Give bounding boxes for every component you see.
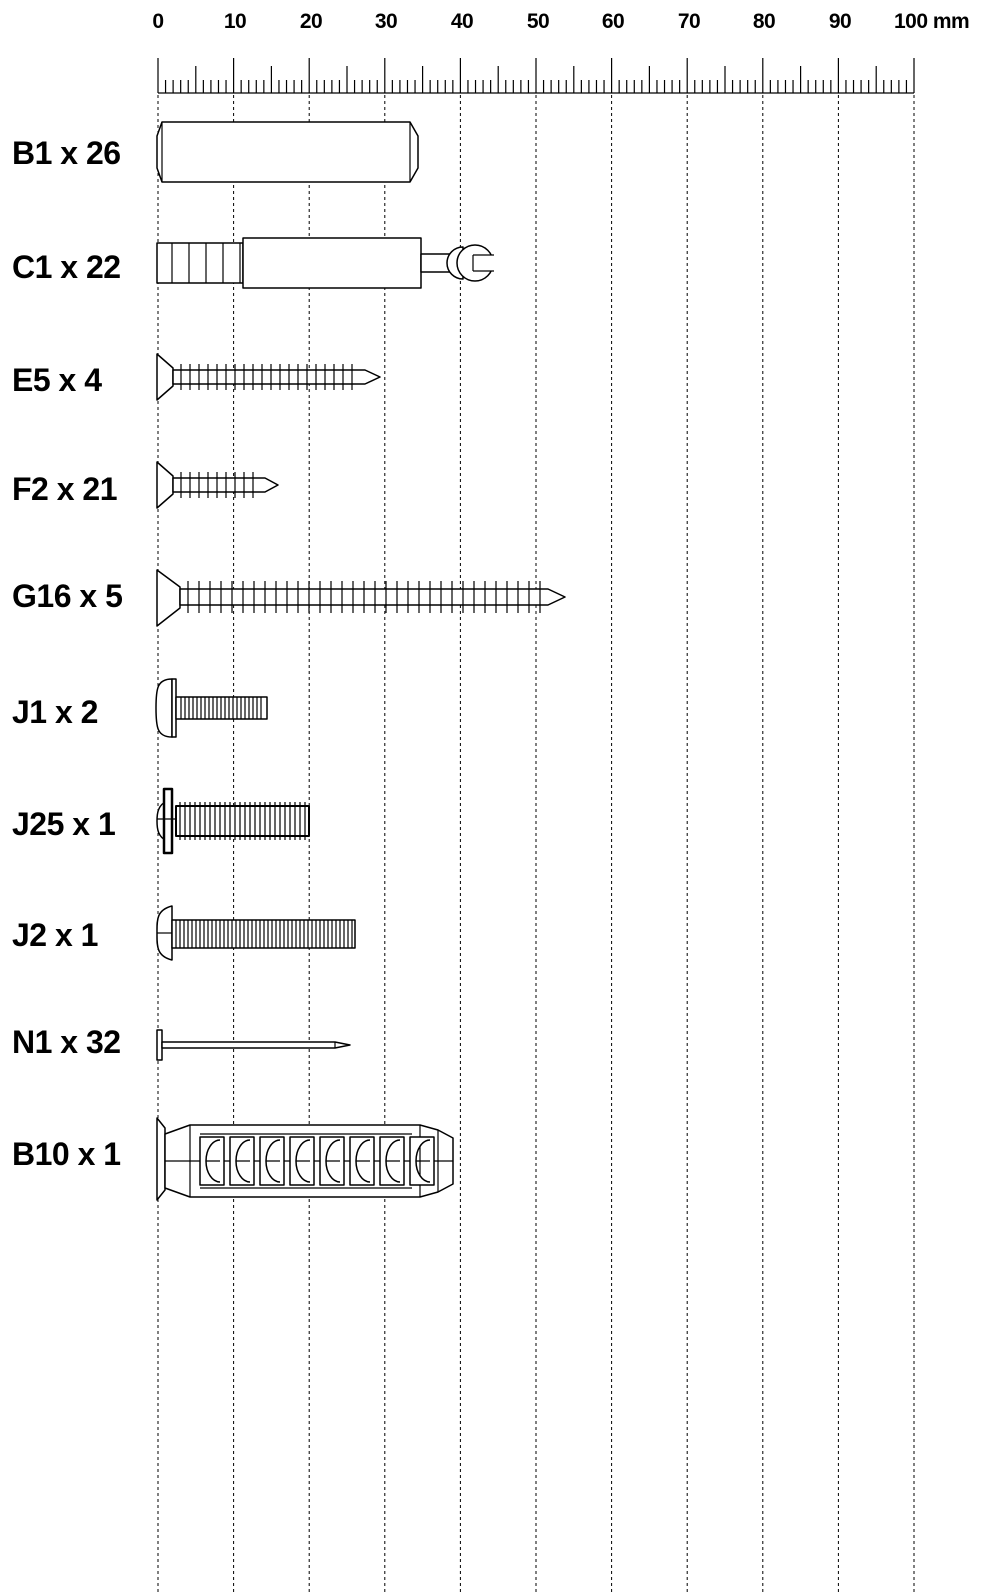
wall-plug-cell — [409, 1136, 435, 1186]
part-label-e5: E5 x 4 — [12, 362, 102, 398]
screw-j25-thread — [179, 802, 306, 840]
tick-label-60: 60 — [602, 10, 624, 33]
wall-plug-cell — [259, 1136, 285, 1186]
nail-n1-drawing — [156, 1029, 351, 1061]
screw-j2-thread — [175, 920, 353, 948]
wall-plug-cell — [199, 1136, 225, 1186]
part-label-j1: J1 x 2 — [12, 694, 98, 730]
screw-g16-thread — [187, 581, 541, 613]
part-labels: B1 x 26 C1 x 22 E5 x 4 F2 x 21 G16 x 5 J… — [12, 135, 123, 1172]
dowel-b1-drawing — [156, 121, 419, 183]
part-label-b1: B1 x 26 — [12, 135, 121, 171]
tick-label-30: 30 — [375, 10, 397, 33]
wall-plug-cell — [229, 1136, 255, 1186]
ruler: 0 10 20 30 40 50 60 70 80 90 100 mm — [152, 10, 970, 1595]
tick-label-0: 0 — [152, 10, 163, 33]
screw-j1-drawing — [155, 678, 268, 738]
tick-label-70: 70 — [678, 10, 700, 33]
screw-j1-thread — [180, 697, 262, 719]
cam-bolt-c1-drawing — [156, 237, 495, 289]
ruler-minor-ticks — [157, 58, 915, 94]
wall-plug-cell — [289, 1136, 315, 1186]
screw-e5-thread — [180, 364, 353, 390]
screw-f2-drawing — [156, 461, 279, 509]
wall-plug-b10-drawing — [156, 1117, 454, 1201]
tick-label-100: 100 mm — [894, 10, 969, 33]
part-label-j25: J25 x 1 — [12, 806, 115, 842]
part-label-j2: J2 x 1 — [12, 917, 98, 953]
wall-plug-cells — [199, 1136, 435, 1186]
ruler-grid-lines — [157, 95, 915, 1595]
tick-label-40: 40 — [451, 10, 473, 33]
screw-j25-drawing — [156, 787, 310, 855]
part-label-n1: N1 x 32 — [12, 1024, 121, 1060]
screw-j2-drawing — [156, 905, 356, 961]
tick-label-80: 80 — [753, 10, 775, 33]
part-label-c1: C1 x 22 — [12, 249, 121, 285]
wall-plug-cell — [349, 1136, 375, 1186]
wall-plug-cell — [379, 1136, 405, 1186]
tick-label-50: 50 — [527, 10, 549, 33]
part-label-b10: B10 x 1 — [12, 1136, 121, 1172]
wall-plug-cell — [319, 1136, 345, 1186]
screw-f2-thread — [180, 472, 254, 498]
tick-label-20: 20 — [300, 10, 322, 33]
cam-bolt-ribs — [171, 243, 241, 283]
part-label-g16: G16 x 5 — [12, 578, 122, 614]
tick-label-90: 90 — [829, 10, 851, 33]
screw-g16-drawing — [156, 569, 566, 627]
screw-e5-drawing — [156, 353, 381, 401]
part-label-f2: F2 x 21 — [12, 471, 117, 507]
tick-label-10: 10 — [224, 10, 246, 33]
